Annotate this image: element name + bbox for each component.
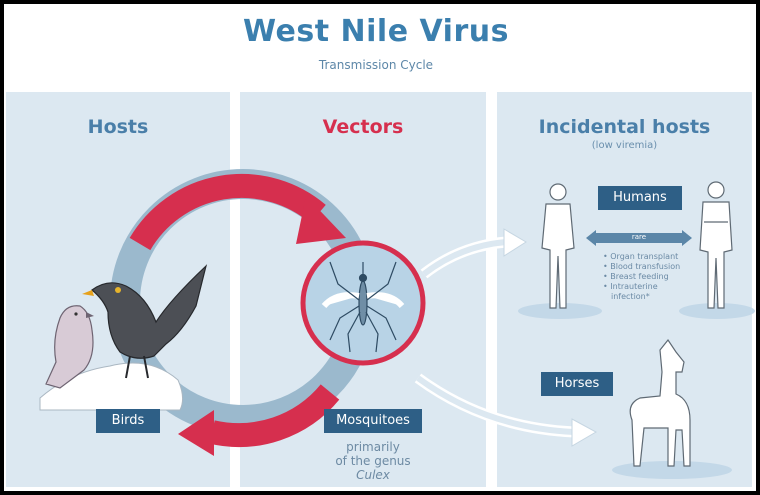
genus-line-1: primarily [346,440,400,454]
genus-note: primarily of the genus Culex [320,440,426,482]
incidental-note: (low viremia) [591,140,658,151]
mosquitoes-label: Mosquitoes [324,409,422,433]
human-shadow-left [518,303,602,319]
arrow-to-horses-icon [414,373,598,447]
genus-name: Culex [356,468,390,482]
page-title: West Nile Virus [243,14,509,49]
rare-double-arrow-icon [586,230,692,246]
mosquito-icon [321,261,405,353]
human-icon [541,183,575,309]
horse-icon [629,338,691,467]
genus-line-2: of the genus [335,454,411,468]
list-item: infection* [611,292,650,301]
human-transmission-list: • Organ transplant • Blood transfusion •… [603,252,680,302]
arrow-birds-to-mosquitoes-icon [129,173,346,251]
horses-label: Horses [541,372,613,396]
songbird-icon [45,305,94,389]
birds-label: Birds [96,409,160,433]
page-subtitle: Transmission Cycle [318,58,434,72]
hosts-heading: Hosts [87,116,149,138]
rare-label: rare [631,233,647,241]
arrow-to-humans-icon [420,228,527,279]
list-item: • Breast feeding [603,272,669,281]
arrow-mosquitoes-to-birds-icon [178,384,340,456]
human-icon [699,181,733,309]
list-item: • Organ transplant [603,252,679,261]
incidental-heading: Incidental hosts [538,116,711,138]
vectors-heading: Vectors [322,116,404,138]
list-item: • Intrauterine [603,282,658,291]
blackbird-icon [82,264,208,379]
humans-label: Humans [598,186,682,210]
list-item: • Blood transfusion [603,262,681,271]
horse-shadow [612,461,732,479]
human-shadow-right [679,303,755,319]
